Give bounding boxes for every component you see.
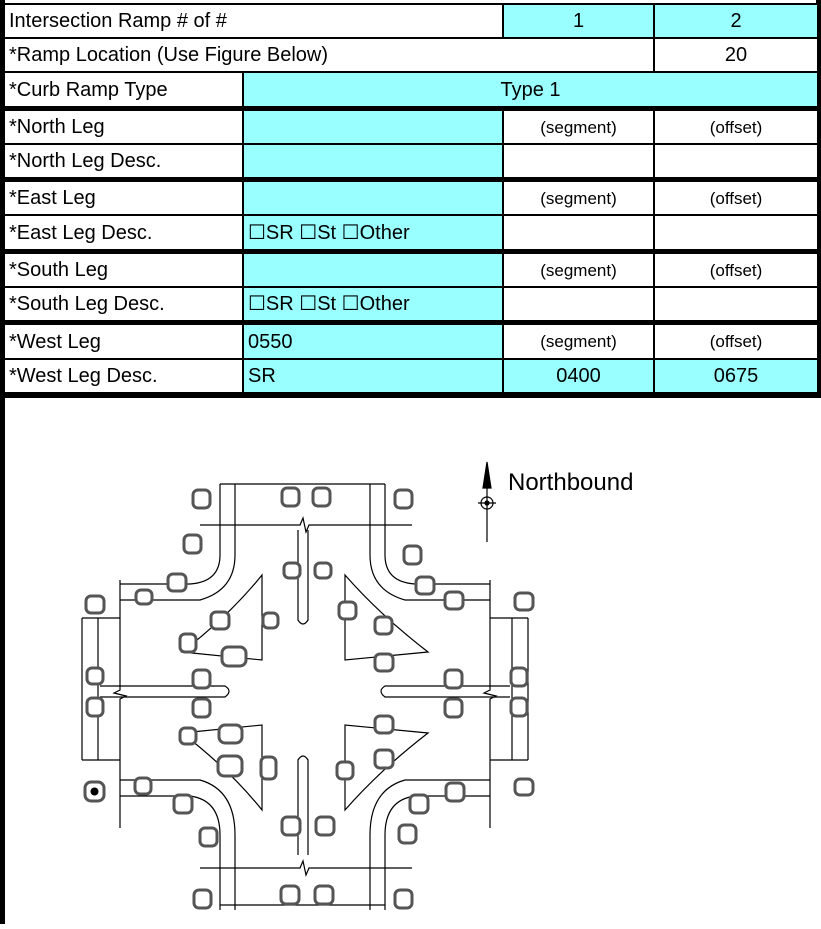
west-leg-field[interactable]: 0550 xyxy=(242,323,504,360)
east-leg-offset-label: (offset) xyxy=(653,180,819,216)
row-label-curb-ramp-type: *Curb Ramp Type xyxy=(3,71,244,108)
row-label-ramp-location: *Ramp Location (Use Figure Below) xyxy=(3,37,655,73)
north-leg-offset-label: (offset) xyxy=(653,109,819,145)
west-leg-segment-label: (segment) xyxy=(502,323,655,360)
south-leg-segment-label: (segment) xyxy=(502,252,655,288)
south-leg-offset-label: (offset) xyxy=(653,252,819,288)
south-leg-desc-checkboxes[interactable]: ☐SR ☐St ☐Other xyxy=(242,286,504,322)
section-divider xyxy=(0,106,821,110)
east-leg-desc-checkboxes[interactable]: ☐SR ☐St ☐Other xyxy=(242,214,504,251)
intersection-figure: Northbound xyxy=(0,398,821,924)
north-arrow-icon xyxy=(478,461,496,542)
west-leg-segment-field[interactable]: 0400 xyxy=(502,358,655,394)
east-leg-segment-label: (segment) xyxy=(502,180,655,216)
west-leg-offset-label: (offset) xyxy=(653,323,819,360)
section-divider xyxy=(0,249,821,253)
row-label-east-leg-desc: *East Leg Desc. xyxy=(3,214,244,251)
ramp-total-field[interactable]: 2 xyxy=(653,3,819,39)
north-leg-desc-field[interactable] xyxy=(242,143,504,179)
row-label-west-leg: *West Leg xyxy=(3,323,244,360)
table-bottom-border xyxy=(0,394,821,398)
west-leg-desc-field[interactable]: SR xyxy=(242,358,504,394)
east-leg-offset-field[interactable] xyxy=(653,214,819,251)
west-leg-offset-field[interactable]: 0675 xyxy=(653,358,819,394)
row-label-north-leg-desc: *North Leg Desc. xyxy=(3,143,244,179)
north-leg-segment-field[interactable] xyxy=(502,143,655,179)
ramp-location-field[interactable]: 20 xyxy=(653,37,819,73)
selected-ramp-marker xyxy=(83,780,106,803)
ramp-number-field[interactable]: 1 xyxy=(502,3,655,39)
east-leg-field[interactable] xyxy=(242,180,504,216)
south-leg-field[interactable] xyxy=(242,252,504,288)
curb-ramp-type-select[interactable]: Type 1 xyxy=(242,71,819,108)
section-divider xyxy=(0,320,821,324)
row-label-west-leg-desc: *West Leg Desc. xyxy=(3,358,244,394)
row-label-north-leg: *North Leg xyxy=(3,109,244,145)
sheet-border-left xyxy=(0,0,5,924)
east-leg-segment-field[interactable] xyxy=(502,214,655,251)
north-leg-field[interactable] xyxy=(242,109,504,145)
section-divider xyxy=(0,177,821,181)
compass-label: Northbound xyxy=(508,469,633,496)
south-leg-segment-field[interactable] xyxy=(502,286,655,322)
row-label-south-leg-desc: *South Leg Desc. xyxy=(3,286,244,322)
row-label-east-leg: *East Leg xyxy=(3,180,244,216)
row-label-south-leg: *South Leg xyxy=(3,252,244,288)
row-label-ramp-number: Intersection Ramp # of # xyxy=(3,3,504,39)
north-leg-segment-label: (segment) xyxy=(502,109,655,145)
north-leg-offset-field[interactable] xyxy=(653,143,819,179)
south-leg-offset-field[interactable] xyxy=(653,286,819,322)
